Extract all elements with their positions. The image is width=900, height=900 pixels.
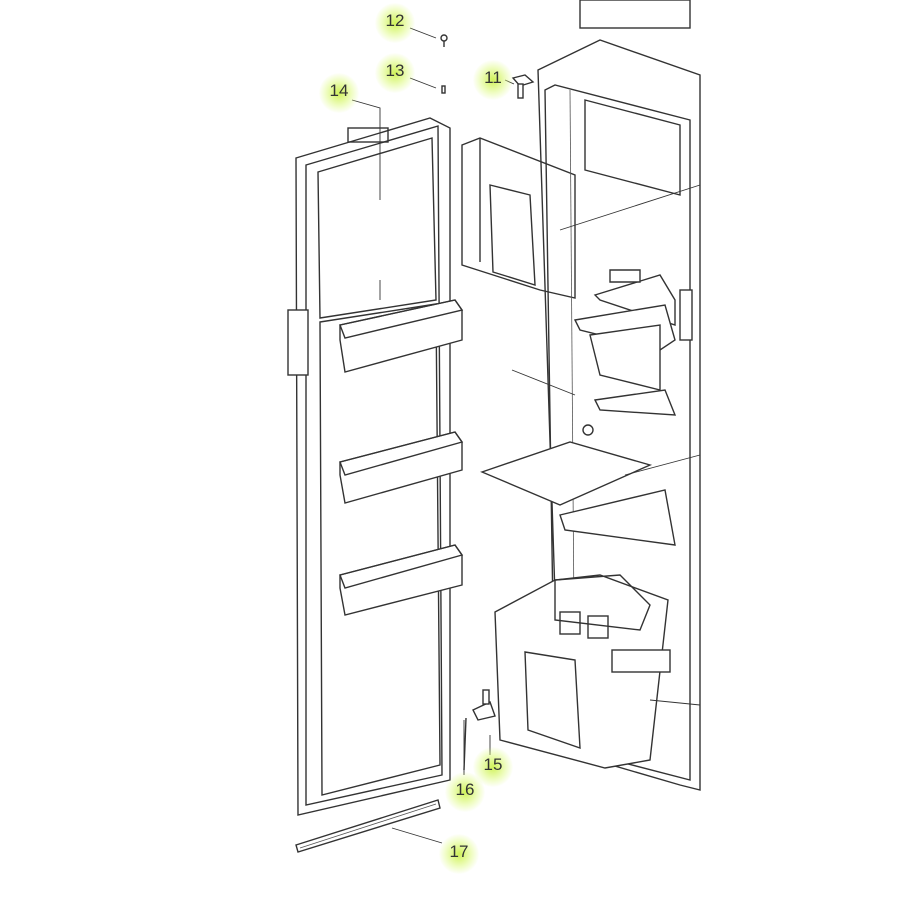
callout-glow	[375, 53, 415, 93]
callout-glow	[375, 3, 415, 43]
callout-glow	[319, 73, 359, 113]
control-panel	[579, 0, 691, 29]
callout-glow	[439, 834, 479, 874]
callout-label-14: 14	[329, 81, 349, 100]
callout-label-15: 15	[483, 755, 503, 774]
freezer-flap	[461, 137, 576, 299]
small-parts	[295, 34, 535, 853]
callout-glow	[473, 60, 513, 100]
door-handle	[347, 127, 389, 143]
leader-lines	[351, 27, 701, 844]
screw-part-12	[440, 34, 448, 47]
door-hinge-bracket	[287, 309, 309, 376]
callout-label-13: 13	[385, 61, 405, 80]
callout-label-11: 11	[484, 68, 502, 87]
hinge-part-11	[511, 74, 535, 99]
hinge-part-15	[472, 689, 496, 721]
door-shelves	[339, 299, 464, 616]
crisper-drawer	[494, 574, 671, 769]
pin-part-13	[441, 85, 446, 94]
callout-label-12: 12	[385, 11, 405, 30]
callout-label-17: 17	[449, 842, 469, 861]
callout-glow	[445, 772, 485, 812]
interior-shelves	[480, 269, 677, 546]
callout-label-16: 16	[455, 780, 475, 799]
